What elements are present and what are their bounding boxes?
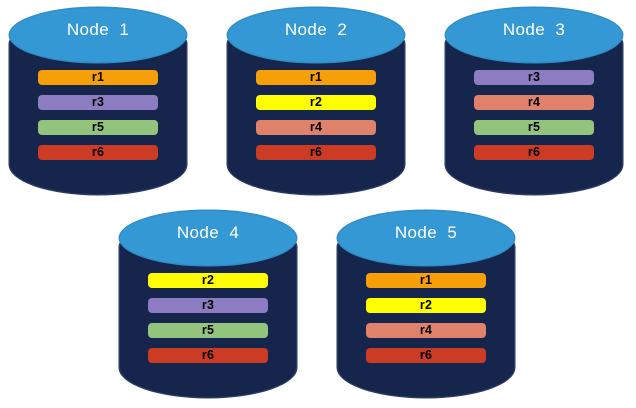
replica-bar-r4[interactable]: r4 xyxy=(366,323,486,338)
replica-bar-r5[interactable]: r5 xyxy=(148,323,268,338)
replica-bar-r4[interactable]: r4 xyxy=(474,95,594,110)
replica-label: r3 xyxy=(527,70,541,85)
replica-label: r6 xyxy=(419,348,433,363)
replica-label: r3 xyxy=(201,298,215,313)
database-node-1[interactable]: Node 1 r1 r3 r5 r6 xyxy=(10,8,186,194)
replica-bar-r5[interactable]: r5 xyxy=(474,120,594,135)
replica-bar-r3[interactable]: r3 xyxy=(38,95,158,110)
replica-bar-r6[interactable]: r6 xyxy=(474,145,594,160)
node-title: Node 5 xyxy=(394,223,458,242)
replica-bar-r2[interactable]: r2 xyxy=(256,95,376,110)
replica-bar-r6[interactable]: r6 xyxy=(38,145,158,160)
replica-label: r2 xyxy=(419,298,433,313)
replica-label: r6 xyxy=(309,145,323,160)
node-title: Node 1 xyxy=(66,20,130,39)
replica-list: r3 r4 r5 r6 xyxy=(474,70,594,160)
cylinder-top-ellipse xyxy=(446,8,622,62)
cylinder-top-ellipse xyxy=(120,211,296,265)
cylinder-top-ellipse xyxy=(338,211,514,265)
replica-label: r5 xyxy=(91,120,105,135)
replica-label: r4 xyxy=(527,95,541,110)
replica-bar-r3[interactable]: r3 xyxy=(148,298,268,313)
replica-label: r5 xyxy=(201,323,215,338)
cylinder-top-ellipse xyxy=(10,8,186,62)
node-title: Node 4 xyxy=(176,223,240,242)
replica-bar-r4[interactable]: r4 xyxy=(256,120,376,135)
replica-label: r1 xyxy=(419,273,433,288)
replica-label: r3 xyxy=(91,95,105,110)
node-title: Node 2 xyxy=(284,20,348,39)
replica-bar-r1[interactable]: r1 xyxy=(366,273,486,288)
replica-list: r1 r3 r5 r6 xyxy=(38,70,158,160)
database-node-2[interactable]: Node 2 r1 r2 r4 r6 xyxy=(228,8,404,194)
replica-label: r6 xyxy=(201,348,215,363)
replica-list: r1 r2 r4 r6 xyxy=(366,273,486,363)
replica-bar-r6[interactable]: r6 xyxy=(256,145,376,160)
database-node-3[interactable]: Node 3 r3 r4 r5 r6 xyxy=(446,8,622,194)
node-title: Node 3 xyxy=(502,20,566,39)
replica-label: r2 xyxy=(309,95,323,110)
replica-label: r6 xyxy=(527,145,541,160)
database-node-4[interactable]: Node 4 r2 r3 r5 r6 xyxy=(120,211,296,397)
replica-bar-r1[interactable]: r1 xyxy=(256,70,376,85)
replica-label: r1 xyxy=(91,70,105,85)
replica-list: r2 r3 r5 r6 xyxy=(148,273,268,363)
replica-bar-r3[interactable]: r3 xyxy=(474,70,594,85)
database-node-5[interactable]: Node 5 r1 r2 r4 r6 xyxy=(338,211,514,397)
cylinder-top-ellipse xyxy=(228,8,404,62)
replica-label: r6 xyxy=(91,145,105,160)
replica-bar-r2[interactable]: r2 xyxy=(366,298,486,313)
replica-label: r5 xyxy=(527,120,541,135)
replica-list: r1 r2 r4 r6 xyxy=(256,70,376,160)
replica-bar-r6[interactable]: r6 xyxy=(366,348,486,363)
replica-label: r1 xyxy=(309,70,323,85)
replica-label: r4 xyxy=(419,323,433,338)
replica-bar-r6[interactable]: r6 xyxy=(148,348,268,363)
replica-label: r4 xyxy=(309,120,323,135)
replica-label: r2 xyxy=(201,273,215,288)
replica-bar-r5[interactable]: r5 xyxy=(38,120,158,135)
replica-bar-r1[interactable]: r1 xyxy=(38,70,158,85)
replica-bar-r2[interactable]: r2 xyxy=(148,273,268,288)
